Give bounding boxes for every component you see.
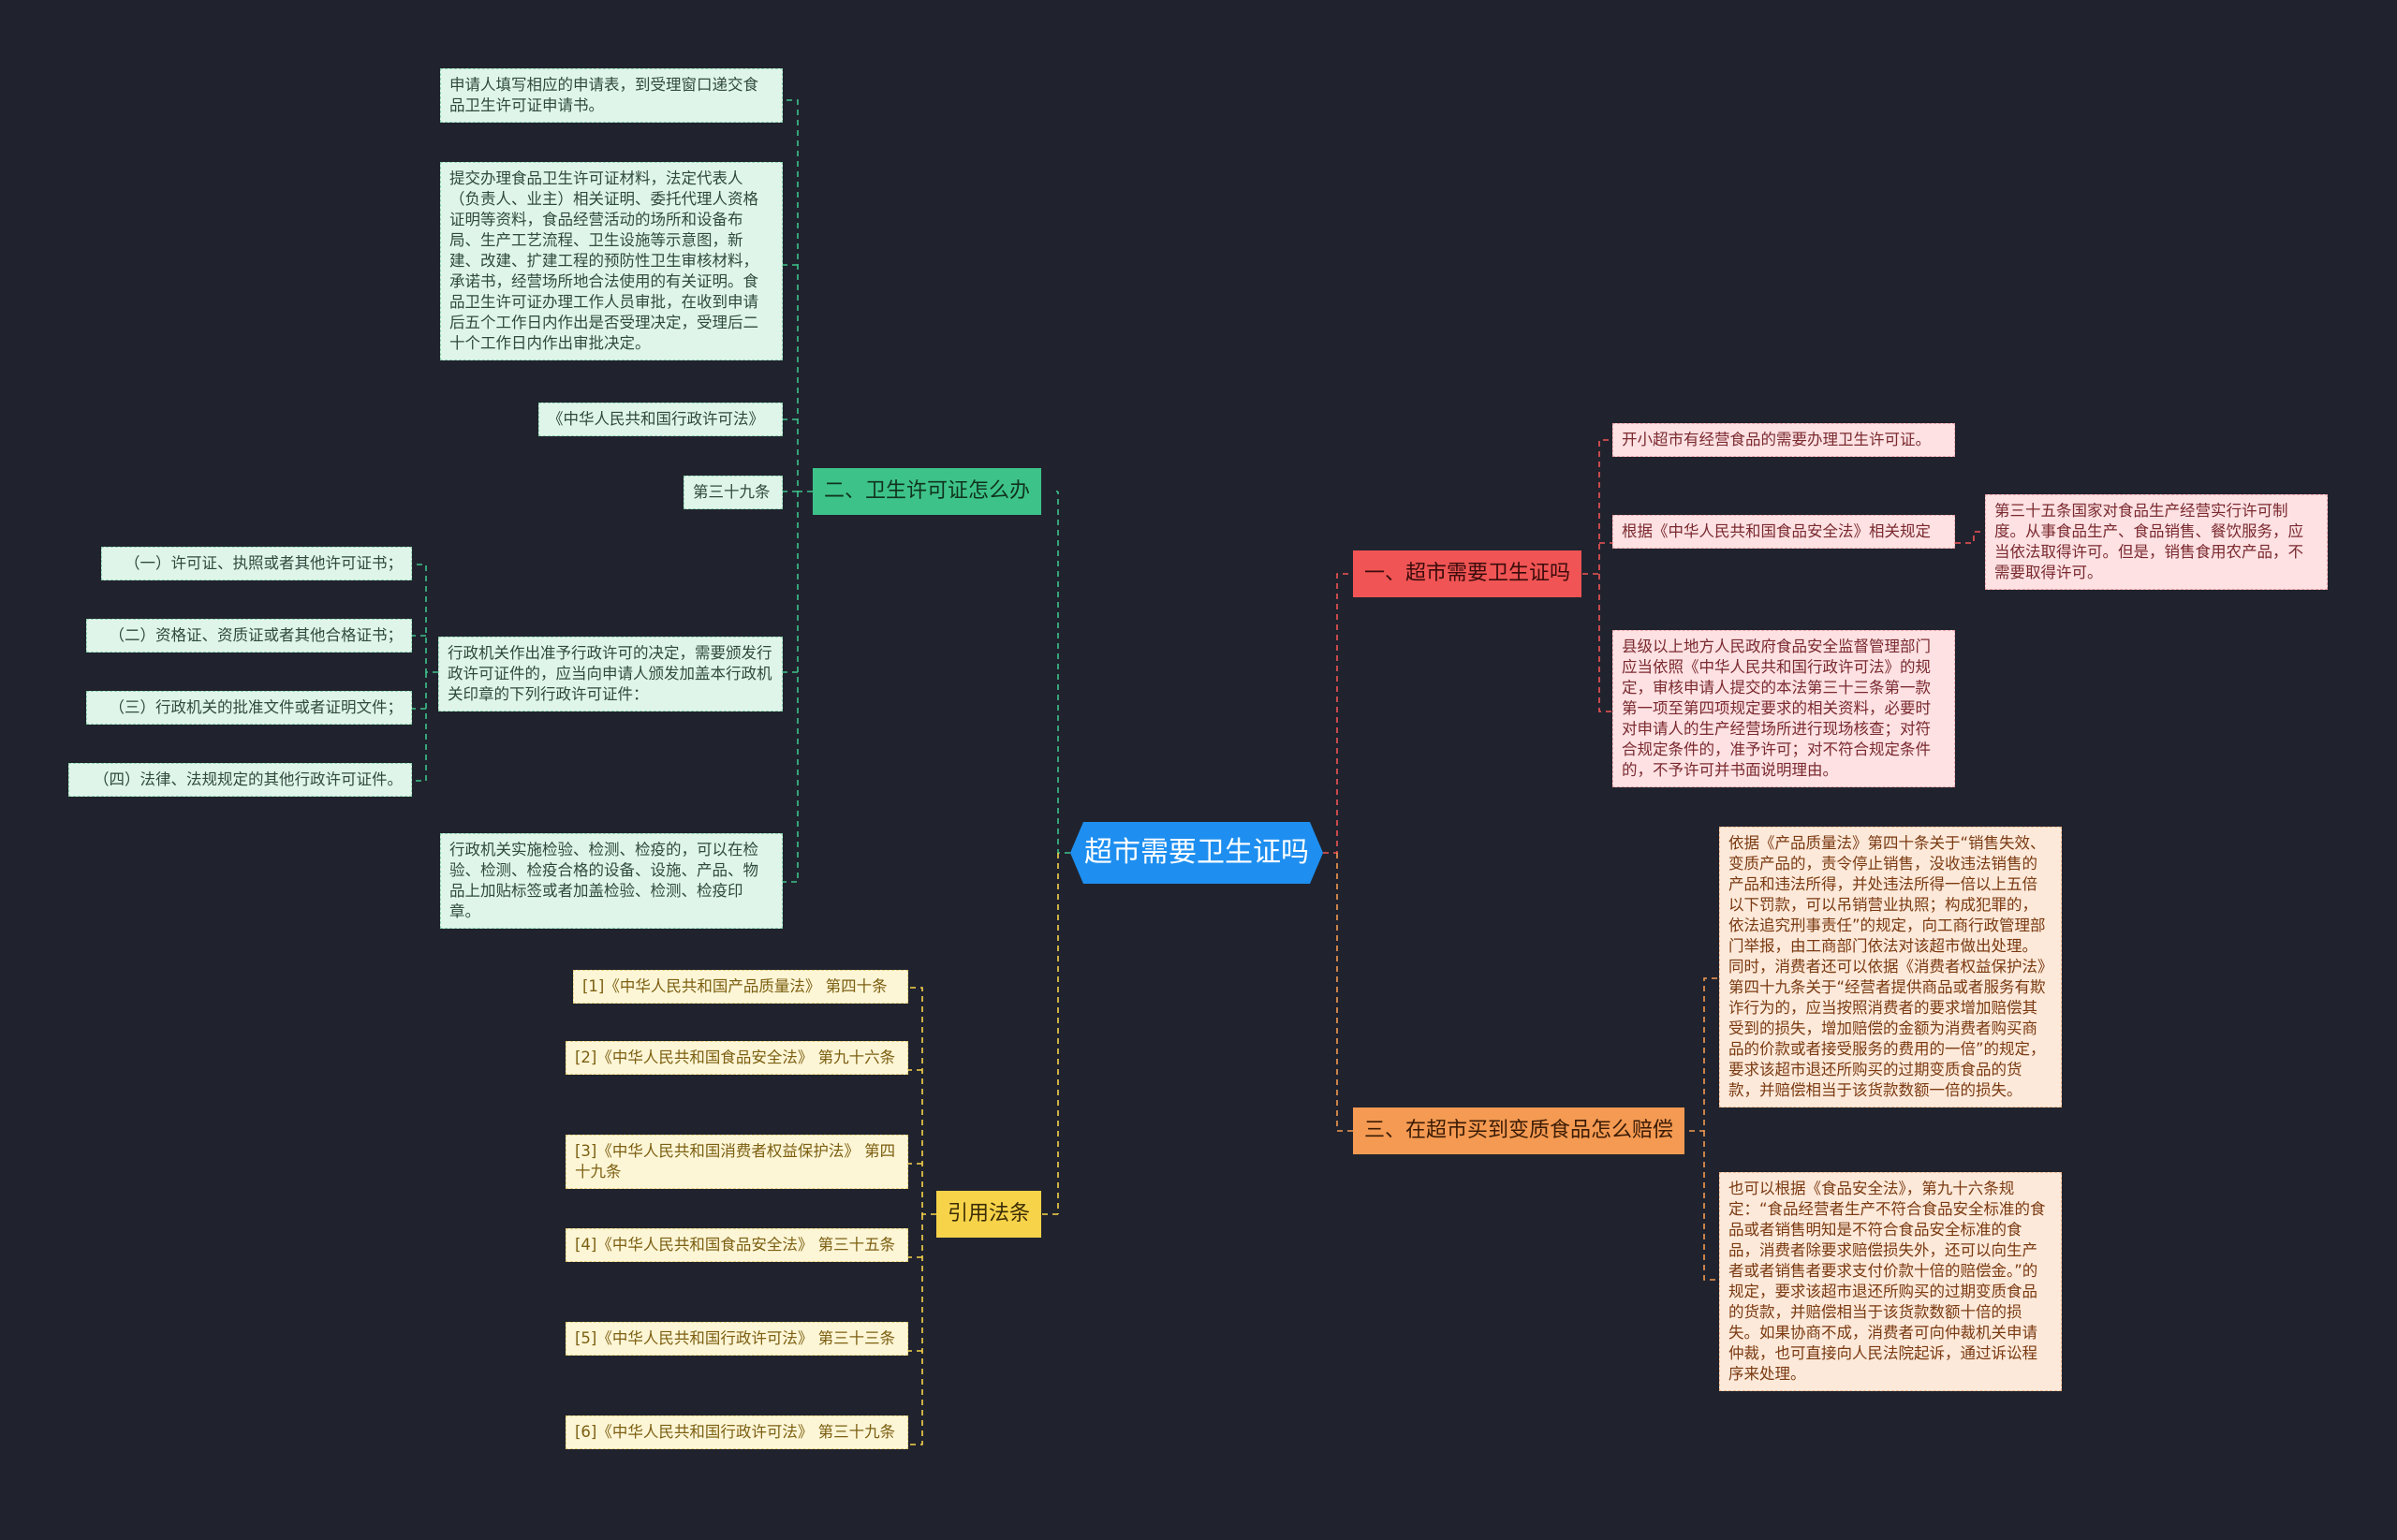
apply-step-fill-form[interactable]: 申请人填写相应的申请表，到受理窗口递交食品卫生许可证申请书。: [440, 68, 783, 123]
branch-cited-laws[interactable]: 引用法条: [936, 1191, 1042, 1238]
product-quality-law-remedy[interactable]: 依据《产品质量法》第四十条关于“销售失效、变质产品的，责令停止销售，没收违法销售…: [1719, 827, 2062, 1107]
license-type-1[interactable]: （一）许可证、执照或者其他许可证书；: [101, 547, 412, 580]
license-type-4[interactable]: （四）法律、法规规定的其他行政许可证件。: [68, 763, 412, 797]
cited-law-1[interactable]: [1]《中华人民共和国产品质量法》 第四十条: [573, 970, 908, 1004]
article-39[interactable]: 第三十九条: [684, 476, 783, 509]
cited-law-2[interactable]: [2]《中华人民共和国食品安全法》 第九十六条: [566, 1041, 908, 1075]
central-topic[interactable]: 超市需要卫生证吗: [1070, 822, 1323, 884]
branch-compensation[interactable]: 三、在超市买到变质食品怎么赔偿: [1353, 1107, 1685, 1154]
admin-license-law[interactable]: 《中华人民共和国行政许可法》: [538, 403, 783, 436]
food-safety-law-rule[interactable]: 根据《中华人民共和国食品安全法》相关规定: [1612, 515, 1955, 549]
cited-law-3[interactable]: [3]《中华人民共和国消费者权益保护法》 第四十九条: [566, 1135, 908, 1189]
food-safety-law-remedy[interactable]: 也可以根据《食品安全法》，第九十六条规定：“食品经营者生产不符合食品安全标准的食…: [1719, 1172, 2062, 1391]
cited-law-6[interactable]: [6]《中华人民共和国行政许可法》 第三十九条: [566, 1415, 908, 1449]
cited-law-4[interactable]: [4]《中华人民共和国食品安全法》 第三十五条: [566, 1228, 908, 1262]
license-issuance-rule[interactable]: 行政机关作出准予行政许可的决定，需要颁发行政许可证件的，应当向申请人颁发加盖本行…: [438, 637, 783, 711]
apply-step-submit-materials[interactable]: 提交办理食品卫生许可证材料，法定代表人（负责人、业主）相关证明、委托代理人资格证…: [440, 162, 783, 360]
need-license-answer[interactable]: 开小超市有经营食品的需要办理卫生许可证。: [1612, 423, 1955, 457]
local-authority-review[interactable]: 县级以上地方人民政府食品安全监督管理部门应当依照《中华人民共和国行政许可法》的规…: [1612, 630, 1955, 787]
license-type-2[interactable]: （二）资格证、资质证或者其他合格证书；: [86, 619, 412, 653]
cited-law-5[interactable]: [5]《中华人民共和国行政许可法》 第三十三条: [566, 1322, 908, 1356]
license-type-3[interactable]: （三）行政机关的批准文件或者证明文件；: [86, 691, 412, 725]
inspection-label-rule[interactable]: 行政机关实施检验、检测、检疫的，可以在检验、检测、检疫合格的设备、设施、产品、物…: [440, 833, 783, 929]
branch-need-license[interactable]: 一、超市需要卫生证吗: [1353, 550, 1582, 597]
article-35[interactable]: 第三十五条国家对食品生产经营实行许可制度。从事食品生产、食品销售、餐饮服务，应当…: [1985, 494, 2328, 590]
branch-how-to-apply[interactable]: 二、卫生许可证怎么办: [813, 468, 1042, 515]
